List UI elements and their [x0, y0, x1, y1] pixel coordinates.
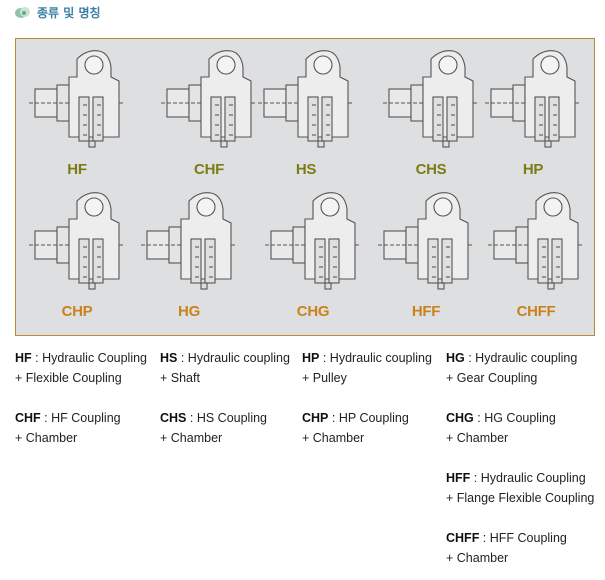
description-hg: HG : Hydraulic coupling + Gear Coupling — [446, 348, 577, 388]
coupling-label: CHF — [194, 161, 224, 178]
coupling-label: HS — [295, 161, 317, 178]
coupling-label: CHP — [61, 303, 93, 320]
coupling-type-hff: HFF — [371, 189, 481, 329]
description-code: CHF — [15, 411, 41, 425]
coupling-drawing-icon — [27, 189, 127, 299]
description-hff: HFF : Hydraulic Coupling + Flange Flexibl… — [446, 468, 594, 508]
description-line1: Hydraulic Coupling — [480, 471, 586, 485]
coupling-drawing-icon — [486, 189, 586, 299]
description-line2: + Pulley — [302, 371, 347, 385]
coupling-label: CHS — [415, 161, 447, 178]
description-line2: + Chamber — [302, 431, 365, 445]
coupling-drawing-icon — [483, 47, 583, 157]
leaf-icon — [15, 6, 30, 18]
description-line1: HP Coupling — [338, 411, 409, 425]
coupling-drawing-icon — [139, 189, 239, 299]
separator: : — [479, 531, 490, 545]
description-line2: + Shaft — [160, 371, 200, 385]
section-title: 종류 및 명칭 — [37, 6, 101, 20]
coupling-type-chf: CHF — [154, 47, 264, 187]
description-line2: + Chamber — [15, 431, 78, 445]
description-line1: HF Coupling — [51, 411, 121, 425]
description-code: CHFF — [446, 531, 480, 545]
description-line2: + Flange Flexible Coupling — [446, 491, 595, 505]
description-line1: HFF Coupling — [489, 531, 567, 545]
coupling-label: HFF — [411, 303, 441, 320]
description-line1: Hydraulic coupling — [329, 351, 432, 365]
description-line2: + Chamber — [446, 551, 509, 565]
description-chs: CHS : HS Coupling + Chamber — [160, 408, 267, 448]
separator: : — [319, 351, 330, 365]
description-code: CHG — [446, 411, 474, 425]
description-line1: Hydraulic coupling — [475, 351, 578, 365]
description-code: HG — [446, 351, 465, 365]
coupling-type-chff: CHFF — [481, 189, 591, 329]
separator: : — [470, 471, 481, 485]
description-code: HFF — [446, 471, 471, 485]
description-hf: HF : Hydraulic Coupling + Flexible Coupli… — [15, 348, 147, 388]
description-line2: + Chamber — [160, 431, 223, 445]
description-chg: CHG : HG Coupling + Chamber — [446, 408, 556, 448]
coupling-type-hp: HP — [478, 47, 588, 187]
description-line2: + Chamber — [446, 431, 509, 445]
coupling-label: CHFF — [516, 303, 556, 320]
description-code: CHP — [302, 411, 329, 425]
separator: : — [473, 411, 485, 425]
description-line2: + Gear Coupling — [446, 371, 538, 385]
separator: : — [40, 411, 52, 425]
description-line1: Hydraulic coupling — [187, 351, 290, 365]
description-chf: CHF : HF Coupling + Chamber — [15, 408, 121, 448]
coupling-drawing-icon — [256, 47, 356, 157]
description-code: HS — [160, 351, 178, 365]
coupling-drawing-icon — [381, 47, 481, 157]
coupling-label: HP — [522, 161, 544, 178]
description-code: HP — [302, 351, 320, 365]
coupling-label: HF — [67, 161, 87, 178]
coupling-label: HG — [178, 303, 200, 320]
description-hp: HP : Hydraulic coupling + Pulley — [302, 348, 432, 388]
coupling-drawing-icon — [27, 47, 127, 157]
coupling-type-hg: HG — [134, 189, 244, 329]
section-header: 종류 및 명칭 — [14, 4, 101, 21]
coupling-type-hf: HF — [22, 47, 132, 187]
description-code: CHS — [160, 411, 187, 425]
separator: : — [31, 351, 43, 365]
description-code: HF — [15, 351, 32, 365]
coupling-types-image: HF CHF HS CHS HP CHP HG CHG HFF CHFF — [15, 38, 595, 336]
coupling-type-chs: CHS — [376, 47, 486, 187]
description-line2: + Flexible Coupling — [15, 371, 122, 385]
description-line1: Hydraulic Coupling — [42, 351, 148, 365]
description-hs: HS : Hydraulic coupling + Shaft — [160, 348, 290, 388]
coupling-type-chg: CHG — [258, 189, 368, 329]
coupling-drawing-icon — [376, 189, 476, 299]
coupling-drawing-icon — [159, 47, 259, 157]
separator: : — [328, 411, 339, 425]
coupling-drawing-icon — [263, 189, 363, 299]
description-chp: CHP : HP Coupling + Chamber — [302, 408, 409, 448]
separator: : — [186, 411, 197, 425]
description-line1: HG Coupling — [484, 411, 556, 425]
description-line1: HS Coupling — [196, 411, 268, 425]
separator: : — [464, 351, 476, 365]
coupling-label: CHG — [296, 303, 330, 320]
coupling-type-chp: CHP — [22, 189, 132, 329]
separator: : — [177, 351, 188, 365]
coupling-type-hs: HS — [251, 47, 361, 187]
description-chff: CHFF : HFF Coupling + Chamber — [446, 528, 567, 568]
